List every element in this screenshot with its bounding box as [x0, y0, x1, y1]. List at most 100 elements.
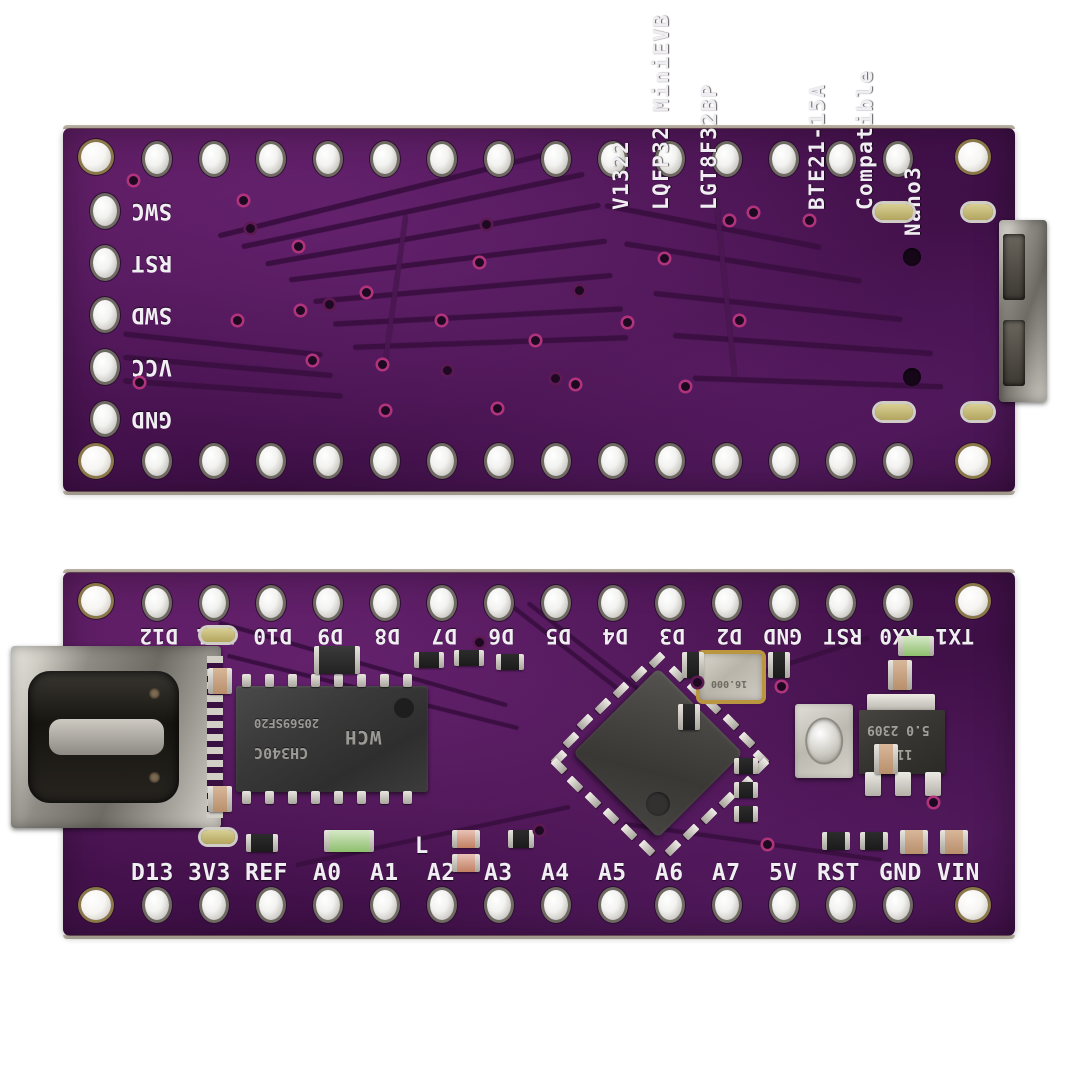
via — [531, 336, 540, 345]
pin-hole — [544, 446, 568, 476]
pcb-front-board: D12 D11 D10 D9 D8 D7 D6 D5 D4 D3 D2 GND … — [11, 569, 1015, 939]
usb-thru-hole — [903, 248, 921, 266]
front-pin-label-top: D10 — [253, 624, 293, 648]
back-silk-package: LQFP32 MiniEVB — [649, 13, 673, 210]
pin-hole — [373, 144, 397, 174]
smd-resistor — [734, 782, 758, 798]
chip-brand-mark: WCH — [344, 726, 382, 748]
chip-pin — [380, 674, 389, 687]
front-pin-label-top: D4 — [602, 624, 629, 648]
smd-capacitor — [888, 660, 912, 690]
pin-hole — [658, 890, 682, 920]
back-silk-version: V1322 — [609, 139, 633, 210]
copper-trace — [624, 241, 862, 284]
via — [725, 216, 734, 225]
pin-hole — [487, 588, 511, 618]
smd-resistor — [734, 806, 758, 822]
via — [482, 220, 491, 229]
front-pin-label-bottom: A7 — [712, 860, 741, 886]
mounting-hole — [81, 142, 111, 172]
reset-button-plunger[interactable] — [807, 719, 841, 763]
chip-pin — [357, 674, 366, 687]
pin-hole — [259, 890, 283, 920]
pin-hole — [772, 446, 796, 476]
front-pin-label-bottom: D13 — [131, 860, 174, 886]
back-header-label-swd: SWD — [131, 302, 172, 327]
copper-trace — [313, 272, 613, 305]
via — [535, 826, 544, 835]
pin-hole — [886, 588, 910, 618]
usb-serial-chip-CH340C: 20569SF20 CH340C WCH — [236, 674, 428, 804]
front-pin-label-top: D7 — [431, 624, 458, 648]
chip-pin — [242, 791, 251, 804]
copper-trace — [352, 335, 629, 350]
chip-pin — [265, 791, 274, 804]
via — [551, 374, 560, 383]
pin-hole — [373, 890, 397, 920]
mounting-hole — [958, 890, 988, 920]
pin-hole — [886, 144, 910, 174]
back-header-label-gnd: GND — [131, 406, 172, 431]
led-indicator-L — [324, 830, 374, 852]
via — [135, 378, 144, 387]
via — [362, 288, 371, 297]
front-pin-label-top: D6 — [488, 624, 515, 648]
usb-c-tongue — [48, 718, 165, 756]
pin-hole — [829, 446, 853, 476]
front-pin-label-bottom: REF — [245, 860, 288, 886]
pin-hole — [658, 144, 682, 174]
via — [805, 216, 814, 225]
front-pin-label-bottom: A2 — [427, 860, 456, 886]
pin-hole — [544, 890, 568, 920]
via — [929, 798, 938, 807]
via — [437, 316, 446, 325]
smd-resistor — [768, 652, 790, 678]
crystal-frequency-marking: 16.000 — [711, 678, 748, 689]
smd-resistor — [496, 654, 524, 670]
reset-button[interactable] — [795, 704, 853, 778]
pin-hole — [658, 446, 682, 476]
front-pin-label-bottom: GND — [879, 860, 922, 886]
chip-part-number: CH340C — [254, 744, 309, 762]
back-header-label-rst: RST — [131, 250, 172, 275]
front-silk-led-l: L — [415, 834, 429, 859]
front-pin-label-top: RST — [823, 624, 863, 648]
pin-hole — [601, 144, 625, 174]
led-indicator-tx — [452, 854, 480, 872]
smd-resistor — [822, 832, 850, 850]
regulator-pin — [895, 772, 911, 796]
regulator-heat-tab — [867, 694, 935, 712]
pin-hole — [316, 890, 340, 920]
usb-shield-pad — [963, 204, 993, 220]
back-header-label-vcc: VCC — [131, 354, 172, 379]
pcb-edge-top — [63, 125, 1015, 129]
smd-resistor — [454, 650, 484, 666]
chip-pin — [403, 674, 412, 687]
pin-hole — [715, 446, 739, 476]
smd-resistor — [860, 832, 888, 850]
via — [735, 316, 744, 325]
pin-hole — [202, 890, 226, 920]
pcb-edge-bottom — [63, 935, 1015, 939]
pin-hole — [430, 144, 454, 174]
chip-pin — [380, 791, 389, 804]
prog-pin-hole — [93, 352, 117, 382]
front-pin-label-top: D12 — [139, 624, 179, 648]
front-pin-label-bottom: RST — [817, 860, 860, 886]
usb-shield-pad — [963, 404, 993, 420]
front-pin-label-bottom: 5V — [769, 860, 798, 886]
back-silk-nano3: Nano3 — [901, 165, 925, 236]
via — [294, 242, 303, 251]
smd-capacitor — [940, 830, 968, 854]
via — [381, 406, 390, 415]
via — [129, 176, 138, 185]
smd-resistor — [246, 834, 278, 852]
pin-hole — [658, 588, 682, 618]
copper-trace — [713, 198, 738, 378]
copper-trace — [653, 290, 903, 323]
mounting-hole — [81, 586, 111, 616]
pin-hole — [772, 144, 796, 174]
usb-shield-pad — [875, 404, 913, 420]
usb-c-connector-icon — [999, 220, 1047, 402]
voltage-regulator-1117: 5.0 2309 1117 — [859, 710, 945, 774]
